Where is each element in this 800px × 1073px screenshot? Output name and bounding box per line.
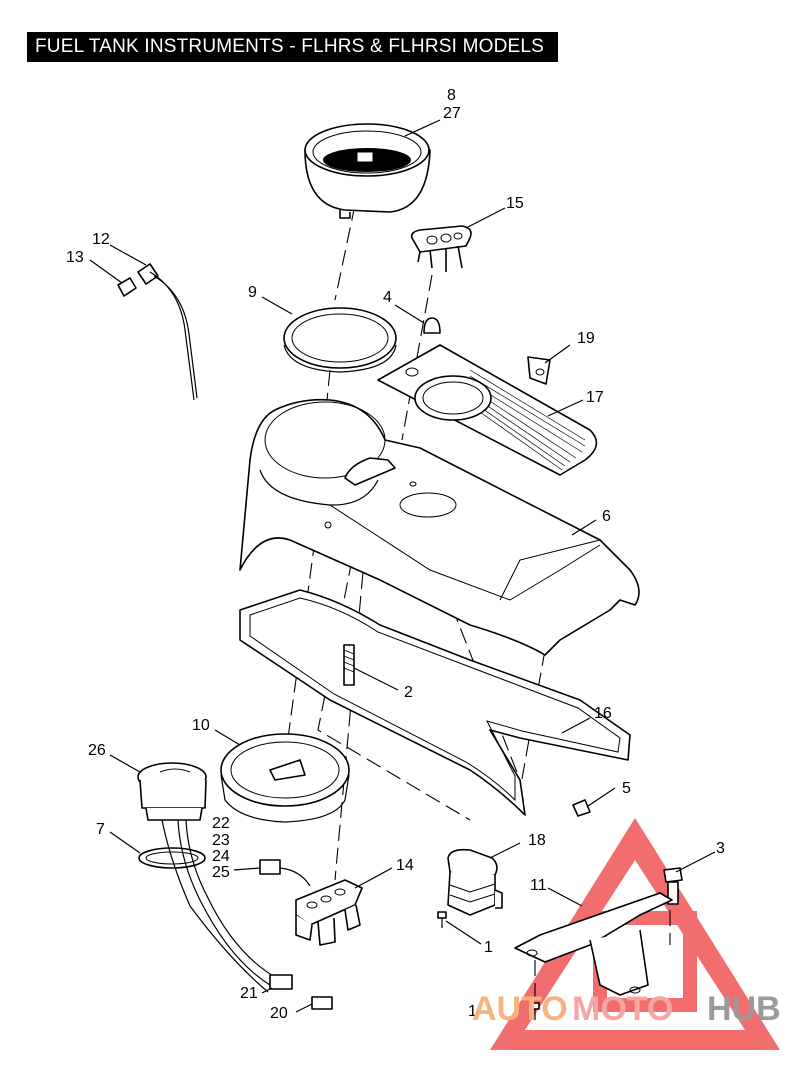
callout-6: 6 — [602, 508, 611, 525]
nut-part-4 — [423, 317, 441, 334]
callout-19: 19 — [577, 330, 595, 347]
speedometer-part-8 — [304, 123, 431, 219]
bracket-part-11 — [514, 892, 673, 996]
callout-13: 13 — [66, 249, 84, 266]
diagram-title: FUEL TANK INSTRUMENTS - FLHRS & FLHRSI M… — [27, 32, 559, 62]
callout-10: 10 — [192, 717, 210, 734]
callout-18: 18 — [528, 832, 546, 849]
callout-20: 20 — [270, 1005, 288, 1022]
seal-part-16 — [239, 589, 631, 816]
callout-14: 14 — [396, 857, 414, 874]
callout-23: 23 — [212, 832, 230, 849]
callout-9: 9 — [248, 284, 257, 301]
watermark-auto: AUTO — [472, 990, 568, 1028]
bracket-ring-part-10 — [220, 733, 350, 823]
callout-17: 17 — [586, 389, 604, 406]
watermark-hub: HUB — [707, 990, 781, 1028]
callout-22: 22 — [212, 815, 230, 832]
screw-part-1 — [437, 911, 540, 1020]
callout-8: 8 — [447, 87, 456, 104]
callout-25: 25 — [212, 864, 230, 881]
callout-numbers: 8 27 15 12 13 9 4 19 17 6 2 16 10 26 5 7… — [66, 87, 725, 1022]
gasket-ring-part-9 — [283, 307, 397, 373]
stud-part-2 — [343, 644, 355, 686]
leader-lines — [89, 119, 716, 1013]
callout-15: 15 — [506, 195, 524, 212]
callout-12: 12 — [92, 231, 110, 248]
console-part-6 — [239, 398, 640, 656]
console-trim-part-17 — [377, 344, 598, 476]
callout-4: 4 — [383, 289, 392, 306]
watermark-text: AUTO MOTO HUB — [472, 990, 781, 1028]
callout-16: 16 — [594, 705, 612, 722]
callout-21: 21 — [240, 985, 258, 1002]
relay-part-18 — [447, 848, 503, 916]
clip-part-5 — [572, 799, 591, 817]
switch-housing-part-15 — [410, 225, 472, 272]
callout-5: 5 — [622, 780, 631, 797]
callout-3: 3 — [716, 840, 725, 857]
callout-11: 11 — [530, 877, 547, 894]
callout-7: 7 — [96, 821, 105, 838]
callout-24: 24 — [212, 848, 230, 865]
callout-1b: 1 — [468, 1003, 477, 1020]
callout-2: 2 — [404, 684, 413, 701]
sensor-part-12-13 — [117, 263, 198, 401]
callout-26: 26 — [88, 742, 106, 759]
watermark-moto: MOTO — [572, 990, 673, 1028]
clip-part-19 — [527, 356, 551, 385]
callout-1a: 1 — [484, 939, 493, 956]
callout-27: 27 — [443, 105, 461, 122]
wire-harness — [161, 819, 333, 1010]
switch-module-part-14 — [259, 859, 363, 946]
gauge-part-26 — [137, 762, 207, 821]
